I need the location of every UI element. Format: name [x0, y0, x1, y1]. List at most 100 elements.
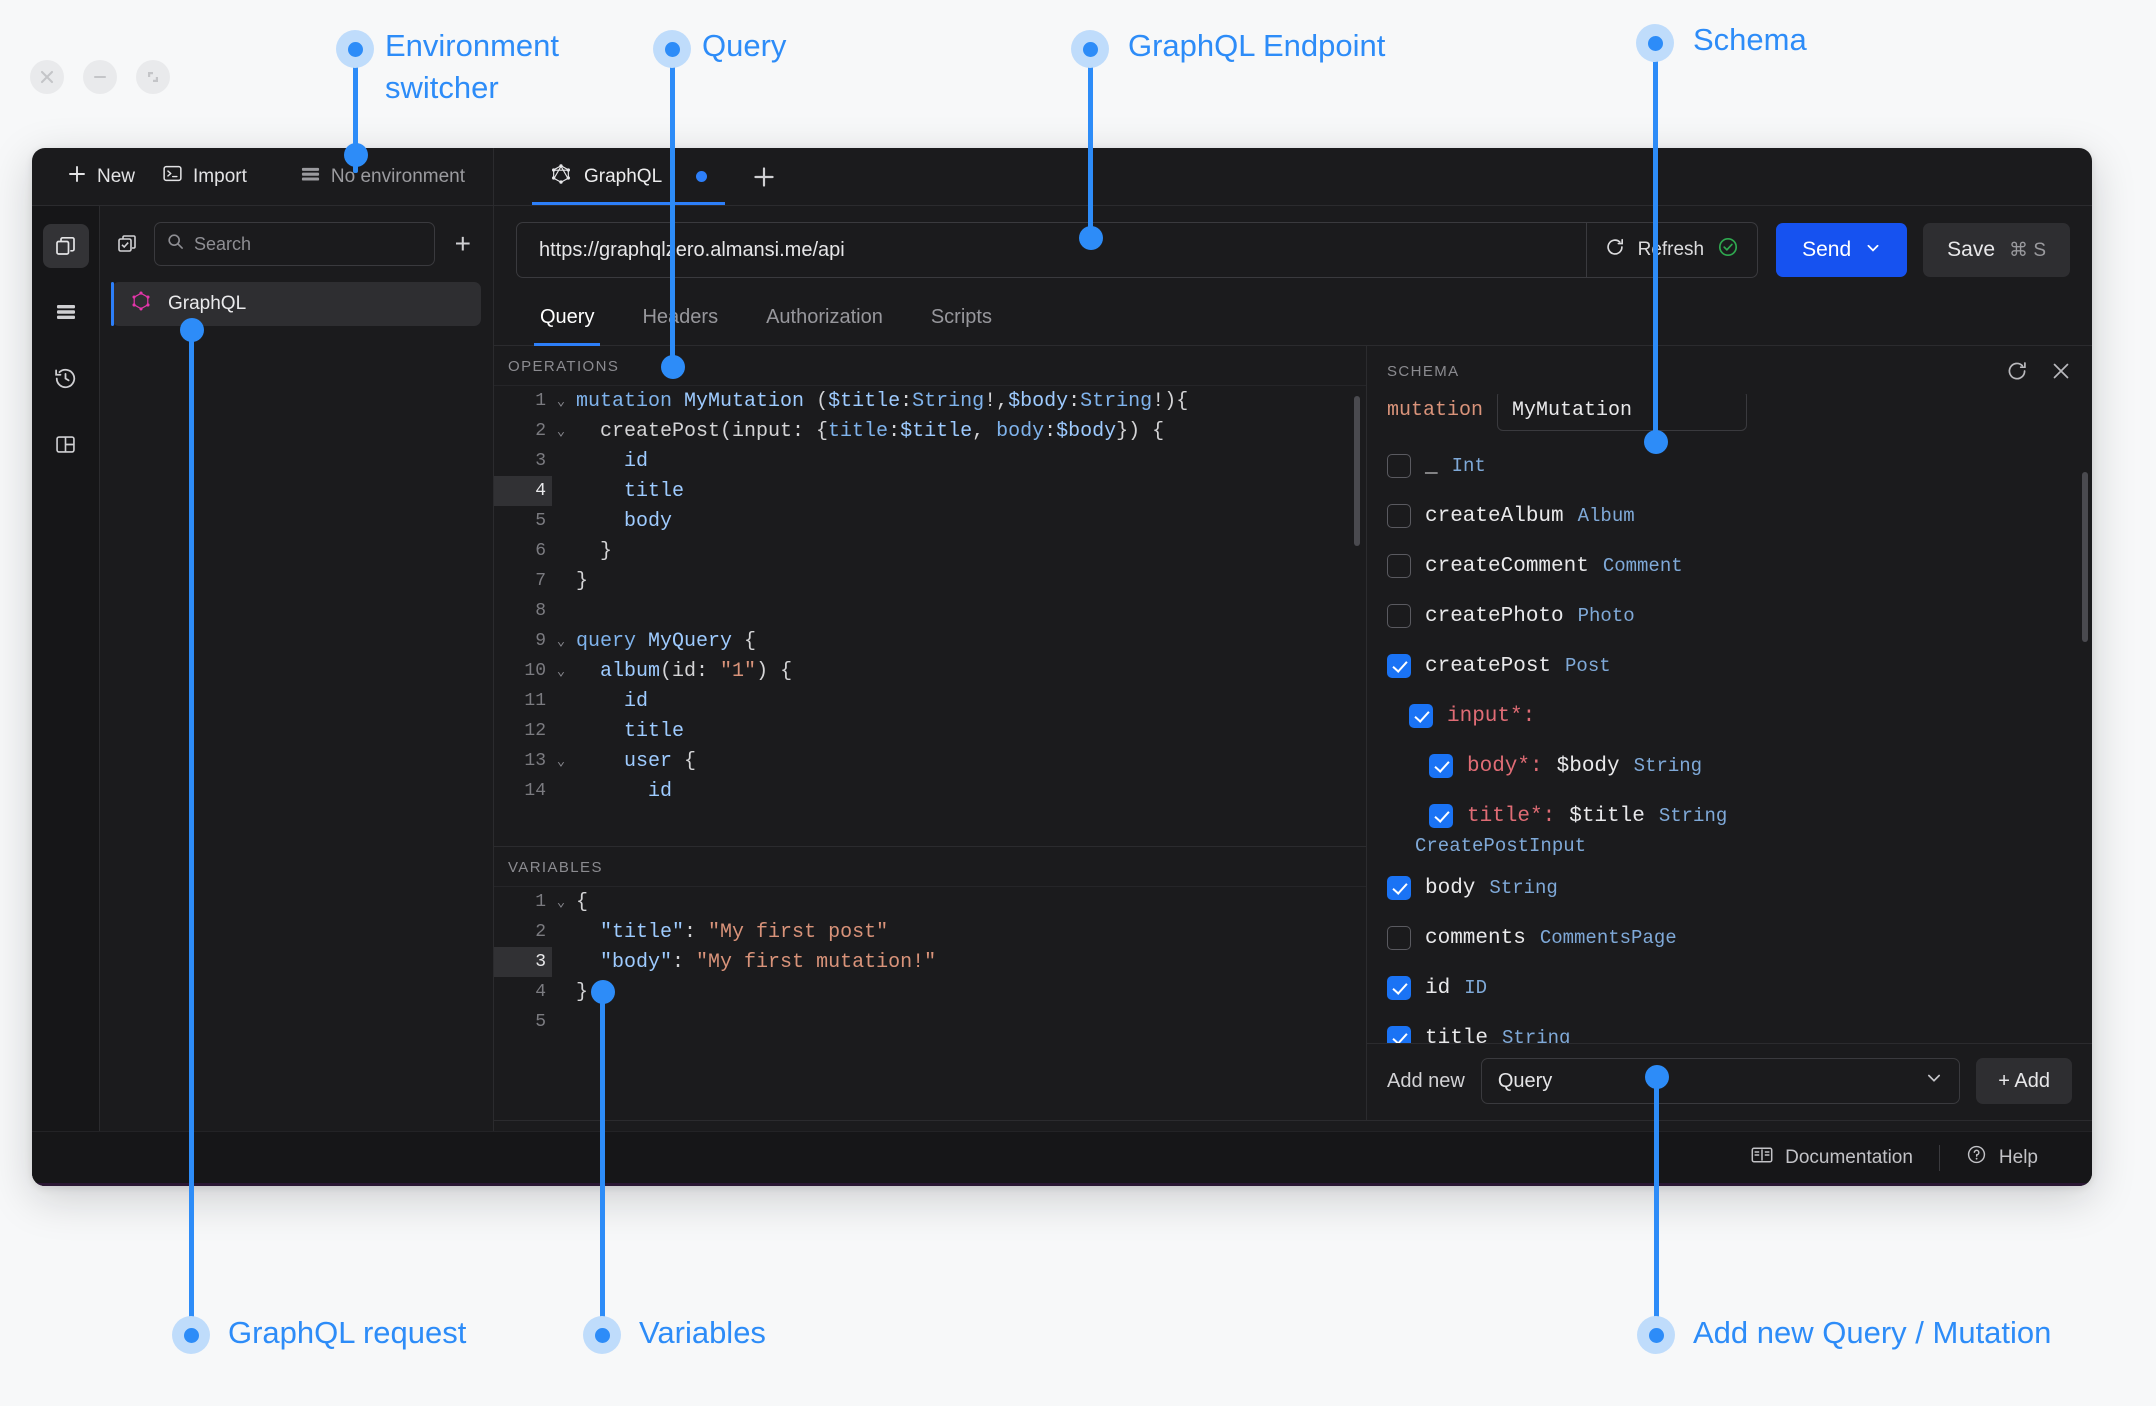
import-button[interactable]: Import — [149, 157, 261, 196]
rail-collections-button[interactable] — [42, 224, 89, 268]
code-line: 1⌄{ — [494, 887, 1366, 917]
schema-field-type: Post — [1565, 655, 1611, 677]
schema-field-checkbox[interactable] — [1387, 926, 1411, 950]
schema-operation-keyword: mutation — [1387, 399, 1484, 422]
documentation-label: Documentation — [1785, 1146, 1913, 1168]
environment-label: No environment — [330, 165, 465, 187]
new-button[interactable]: New — [54, 158, 149, 196]
annotation-dot-graphql-request — [172, 1316, 210, 1354]
request-subtabs: Query Headers Authorization Scripts — [494, 294, 2092, 346]
code-line: 6 } — [494, 536, 1366, 566]
schema-field-row[interactable]: _Int — [1387, 441, 2072, 491]
line-number: 6 — [535, 541, 546, 561]
icon-rail — [32, 206, 100, 1186]
code-text: createPost(input: {title:$title, body:$b… — [576, 419, 1165, 443]
schema-field-checkbox[interactable] — [1387, 554, 1411, 578]
schema-title: SCHEMA — [1387, 362, 1460, 380]
app-window: New Import No environment — [32, 148, 2092, 1186]
schema-field-checkbox[interactable] — [1387, 1026, 1411, 1043]
schema-field-checkbox[interactable] — [1429, 804, 1453, 828]
schema-field-type: ID — [1464, 977, 1488, 999]
schema-field-row[interactable]: input*: — [1387, 691, 2072, 741]
rail-layout-button[interactable] — [43, 422, 89, 466]
close-window-button[interactable] — [30, 60, 64, 94]
fold-arrow-icon[interactable]: ⌄ — [556, 633, 566, 650]
schema-refresh-icon[interactable] — [2006, 360, 2028, 382]
sidebar-item-graphql[interactable]: GraphQL — [111, 282, 481, 326]
chevron-down-icon — [1865, 238, 1881, 262]
refresh-schema-button[interactable]: Refresh — [1586, 222, 1759, 278]
schema-field-checkbox[interactable] — [1429, 754, 1453, 778]
operations-scrollbar[interactable] — [1354, 396, 1360, 546]
main-pane: https://graphqlzero.almansi.me/api Refre… — [494, 206, 2092, 1186]
fold-arrow-icon[interactable]: ⌄ — [556, 663, 566, 680]
add-collection-button[interactable]: + — [454, 228, 471, 259]
variables-editor[interactable]: 1⌄{2 "title": "My first post"3 "body": "… — [494, 887, 1366, 1037]
schema-close-icon[interactable] — [2050, 360, 2072, 382]
tab-query[interactable]: Query — [516, 294, 618, 346]
fold-arrow-icon[interactable]: ⌄ — [556, 753, 566, 770]
new-tab-button[interactable] — [733, 148, 795, 205]
code-text: query MyQuery { — [576, 629, 757, 653]
fold-arrow-icon[interactable]: ⌄ — [556, 423, 566, 440]
terminal-icon — [163, 164, 182, 189]
documentation-button[interactable]: Documentation — [1725, 1146, 1939, 1170]
help-icon — [1966, 1144, 1987, 1171]
rail-history-button[interactable] — [43, 356, 89, 400]
plus-icon — [68, 165, 86, 189]
top-bar: New Import No environment — [32, 148, 2092, 206]
schema-field-checkbox[interactable] — [1387, 604, 1411, 628]
schema-field-checkbox[interactable] — [1387, 976, 1411, 1000]
top-bar-left: New Import No environment — [32, 148, 494, 205]
schema-field-name: title*: — [1467, 804, 1556, 828]
fold-arrow-icon[interactable]: ⌄ — [556, 393, 566, 410]
schema-panel: SCHEMA mutation — [1366, 346, 2092, 1120]
schema-field-checkbox[interactable] — [1387, 454, 1411, 478]
request-tab-graphql[interactable]: GraphQL — [524, 148, 733, 205]
tab-authorization[interactable]: Authorization — [766, 306, 883, 328]
environment-switcher[interactable]: No environment — [287, 159, 479, 195]
operations-editor[interactable]: 1⌄mutation MyMutation ($title:String!,$b… — [494, 386, 1366, 846]
schema-field-name: body — [1425, 876, 1476, 900]
line-number: 11 — [524, 691, 546, 711]
search-input[interactable]: Search — [154, 222, 435, 266]
help-button[interactable]: Help — [1940, 1144, 2064, 1171]
schema-field-row[interactable]: body String — [1387, 863, 2072, 913]
maximize-window-button[interactable] — [136, 60, 170, 94]
line-number: 4 — [535, 982, 546, 1002]
send-button[interactable]: Send — [1776, 223, 1908, 277]
schema-field-checkbox[interactable] — [1387, 654, 1411, 678]
schema-scrollbar[interactable] — [2082, 472, 2088, 642]
schema-operation-name-input[interactable]: MyMutation — [1497, 394, 1748, 431]
add-button[interactable]: + Add — [1976, 1058, 2072, 1104]
minimize-window-button[interactable] — [83, 60, 117, 94]
tab-scripts[interactable]: Scripts — [930, 306, 992, 328]
select-all-icon[interactable] — [116, 232, 140, 256]
schema-field-name: body*: — [1467, 754, 1543, 778]
tab-headers[interactable]: Headers — [642, 306, 719, 328]
fold-arrow-icon[interactable]: ⌄ — [556, 894, 566, 911]
save-button[interactable]: Save ⌘ S — [1923, 223, 2070, 277]
code-text: } — [576, 539, 613, 563]
schema-field-type: String — [1489, 877, 1558, 899]
endpoint-url-input[interactable]: https://graphqlzero.almansi.me/api — [516, 222, 1587, 278]
rail-environments-button[interactable] — [43, 290, 89, 334]
add-new-type-select[interactable]: Query — [1480, 1058, 1961, 1104]
chevron-down-icon — [1925, 1069, 1943, 1093]
schema-field-checkbox[interactable] — [1387, 504, 1411, 528]
code-line: 11 id — [494, 686, 1366, 716]
schema-field-checkbox[interactable] — [1387, 876, 1411, 900]
code-text: "title": "My first post" — [600, 920, 889, 944]
new-label: New — [97, 165, 136, 187]
schema-field-checkbox[interactable] — [1409, 704, 1433, 728]
